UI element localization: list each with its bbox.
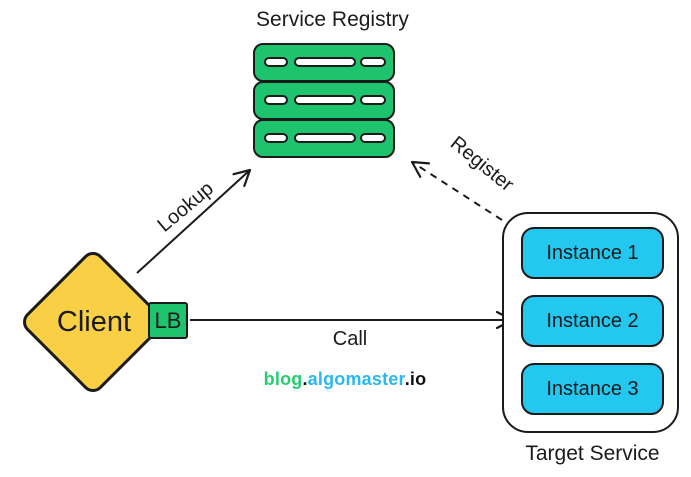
instance-node-3: Instance 3: [521, 363, 664, 415]
server-slot-icon: [264, 133, 288, 143]
server-icon: [253, 43, 395, 82]
watermark-dot: .: [404, 369, 410, 389]
server-slot-icon: [360, 133, 386, 143]
instance-node-2: Instance 2: [521, 295, 664, 347]
server-slot-icon: [264, 95, 288, 105]
server-slot-icon: [294, 95, 356, 105]
watermark-io: io: [409, 369, 427, 389]
service-registry-node: [253, 43, 395, 158]
instance-node-1: Instance 1: [521, 227, 664, 279]
call-arrow-label: Call: [332, 328, 368, 350]
target-service-label: Target Service: [525, 442, 660, 465]
server-icon: [253, 119, 395, 158]
registry-title: Service Registry: [256, 8, 409, 31]
lookup-arrow: [136, 168, 252, 274]
server-slot-icon: [264, 57, 288, 67]
watermark-algomaster: algomaster: [307, 369, 405, 389]
register-arrow-dashed: [410, 160, 503, 221]
server-slot-icon: [294, 57, 356, 67]
target-service-container: Instance 1 Instance 2 Instance 3: [502, 212, 679, 433]
watermark-blog: blog: [263, 369, 303, 389]
client-label: Client: [56, 306, 132, 338]
server-slot-icon: [294, 133, 356, 143]
server-icon: [253, 81, 395, 120]
watermark: blog.algomaster.io: [245, 369, 445, 390]
watermark-dot: .: [302, 369, 308, 389]
server-slot-icon: [360, 95, 386, 105]
load-balancer-node: LB: [148, 302, 188, 339]
server-slot-icon: [360, 57, 386, 67]
